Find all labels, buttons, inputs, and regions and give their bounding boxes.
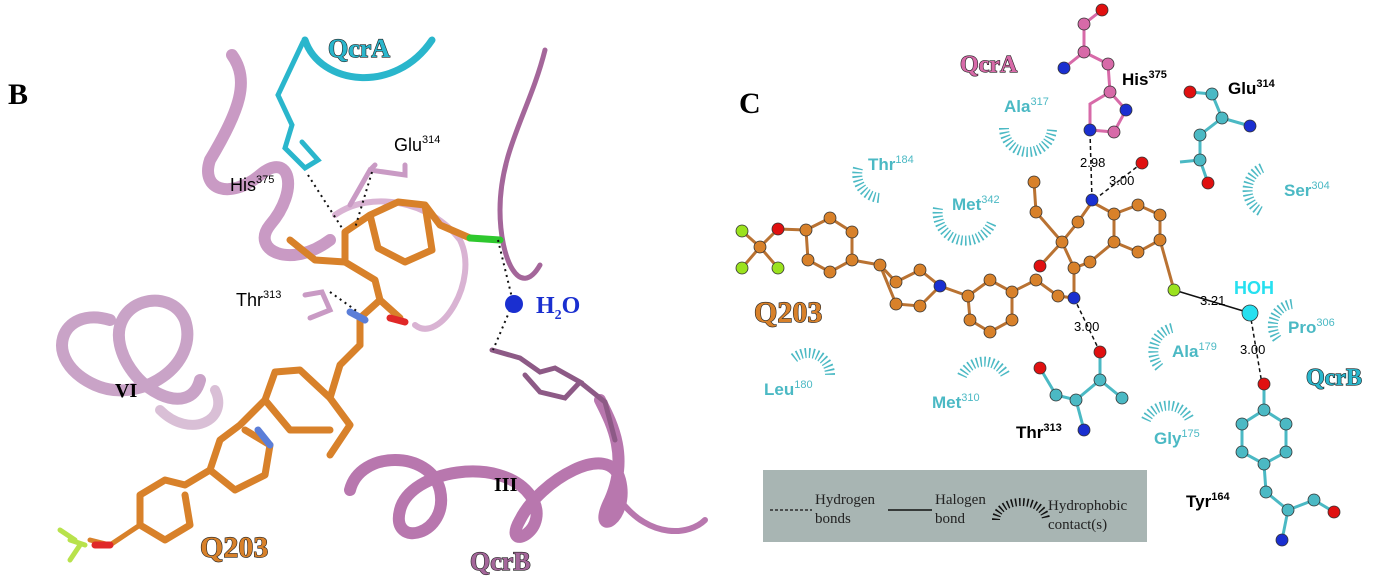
- helix-iii: [344, 394, 628, 543]
- c-label-leu180: Leu180: [764, 379, 813, 399]
- c-label-gly175: Gly175: [1154, 428, 1200, 448]
- helix-vi-lower: [155, 385, 224, 430]
- c-label-met310: Met310: [932, 392, 980, 412]
- c-label-ser304: Ser304: [1284, 180, 1330, 200]
- helix-iii-tail: [617, 497, 708, 534]
- b-label-q203: Q203: [200, 531, 268, 564]
- c-label-qcra: QcrA: [960, 52, 1018, 78]
- dist-his375: 2.98: [1080, 155, 1105, 170]
- his375-2d: [1063, 8, 1128, 134]
- c-label-ala317: Ala317: [1004, 96, 1049, 116]
- b-hbonds: [307, 171, 514, 351]
- dist-halogen: 3.21: [1200, 293, 1225, 308]
- hoh-sphere: [1241, 304, 1259, 322]
- ligand-heteroatoms: [57, 234, 504, 563]
- glu314-2d: [1179, 90, 1251, 184]
- glu314-sidechain: [347, 162, 408, 208]
- c-label-ala179: Ala179: [1172, 341, 1217, 361]
- protein-ribbons: [56, 36, 708, 543]
- ribbon-center-loop: [332, 198, 469, 332]
- dist-thr313: 3.00: [1074, 319, 1099, 334]
- legend-hbond-text-2: bonds: [815, 511, 851, 527]
- thr313-sidechain: [302, 289, 334, 321]
- c-label-qcrb: QcrB: [1306, 365, 1362, 391]
- c-label-glu314: Glu314: [1228, 78, 1276, 98]
- legend-box: [763, 470, 1147, 542]
- dist-water-tyr: 3.00: [1240, 342, 1265, 357]
- b-label-iii: III: [494, 474, 518, 496]
- c-hbonds: [1073, 131, 1263, 385]
- b-label-vi: VI: [115, 380, 137, 402]
- panel-b: B: [8, 33, 708, 577]
- helix-upper-left: [202, 49, 336, 261]
- panel-c: C: [735, 3, 1363, 547]
- c-label-thr313: Thr313: [1016, 422, 1062, 442]
- q203-ligand-3d: [87, 198, 474, 548]
- panel-b-label: B: [8, 78, 28, 111]
- dist-glu314: 3.00: [1109, 173, 1134, 188]
- b-label-glu314: Glu314: [394, 134, 440, 155]
- hydrophobic-labels: Ala317 Thr184 Met342 Ser304 Pro306 Ala17…: [764, 96, 1335, 448]
- amide-n: [346, 308, 369, 324]
- legend-hbond-text-1: Hydrogen: [815, 492, 875, 508]
- his375-sidechain: [275, 39, 322, 172]
- qcra-ribbon: [301, 36, 436, 81]
- halogen-bond-line: [1173, 289, 1251, 314]
- legend: Hydrogen bonds Halogen bond Hydrophobic …: [763, 470, 1147, 542]
- c-label-met342: Met342: [952, 194, 1000, 214]
- tyr164-2d: [1240, 384, 1335, 541]
- legend-halogen-text-2: bond: [935, 511, 966, 527]
- atoms: [735, 3, 1341, 547]
- tyr164-sidechain: [489, 347, 618, 443]
- c-label-q203: Q203: [754, 296, 822, 329]
- c-label-pro306: Pro306: [1288, 317, 1335, 337]
- chlorine-bond: [466, 234, 504, 244]
- hydrophobic-arcs: [790, 127, 1294, 423]
- ribbon-right-strand: [497, 47, 548, 281]
- helix-vi: [56, 294, 206, 405]
- c-label-tyr164: Tyr164: [1186, 491, 1230, 511]
- panel-c-label: C: [739, 87, 761, 120]
- c-label-his375: His375: [1122, 69, 1167, 89]
- b-label-his375: His375: [230, 174, 274, 195]
- ring-n: [254, 426, 274, 449]
- cf3-group: [57, 527, 88, 563]
- b-label-qcrb: QcrB: [470, 547, 531, 576]
- legend-hydrophobic-text-1: Hydrophobic: [1048, 498, 1127, 514]
- c-label-thr184: Thr184: [868, 154, 914, 174]
- b-label-thr313: Thr313: [236, 289, 281, 310]
- b-label-qcra: QcrA: [328, 34, 390, 63]
- water-label: H2O: [536, 293, 580, 323]
- legend-halogen-text-1: Halogen: [935, 492, 986, 508]
- amide-o: [386, 314, 409, 326]
- legend-hydrophobic-text-2: contact(s): [1048, 517, 1107, 533]
- c-label-hoh: HOH: [1234, 278, 1274, 298]
- water-sphere: [505, 295, 523, 313]
